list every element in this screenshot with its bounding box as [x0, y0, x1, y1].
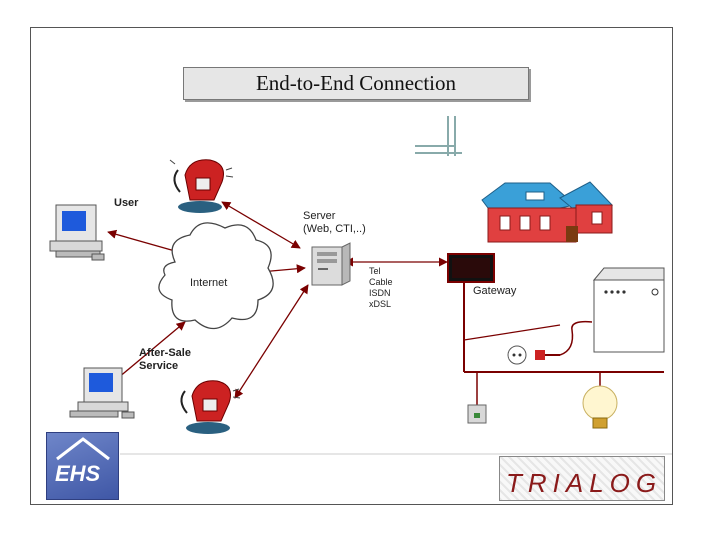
service-computer-icon: [69, 367, 135, 419]
link-phone-server: [221, 201, 301, 249]
server-icon: [311, 242, 351, 286]
link-user-internet: [107, 229, 183, 256]
user-label: User: [114, 197, 139, 209]
appliance-icon: [592, 267, 665, 353]
gateway-device-icon: [447, 253, 495, 283]
ehs-logo: EHS: [46, 432, 119, 500]
internet-cloud-icon: [158, 222, 274, 330]
link-server-phone2: [234, 284, 309, 399]
user-computer-icon: [49, 204, 105, 261]
gateway-label: Gateway: [473, 285, 517, 297]
telephone-icon: [169, 159, 234, 213]
trialog-logo: TRIALOG: [499, 456, 665, 501]
after-sale-label: After-Sale Service: [139, 347, 191, 372]
link-service-internet: [111, 321, 186, 384]
wall-switch-icon: [467, 404, 487, 424]
ehs-logo-text: EHS: [55, 461, 101, 486]
power-socket-icon: [507, 345, 545, 365]
house-outline-icon: [56, 437, 110, 461]
connection-types-label: Tel Cable ISDN xDSL: [369, 266, 393, 309]
trialog-logo-text: TRIALOG: [506, 468, 663, 498]
building-outline-icon: [415, 116, 462, 156]
slide-frame: [30, 27, 673, 505]
telephone-icon-service: [180, 380, 241, 434]
house-icon: [481, 181, 614, 243]
server-label: Server (Web, CTI,..): [303, 210, 366, 235]
diagram-title: End-to-End Connection: [183, 67, 529, 100]
internet-label: Internet: [190, 277, 228, 289]
light-bulb-icon: [582, 385, 618, 429]
